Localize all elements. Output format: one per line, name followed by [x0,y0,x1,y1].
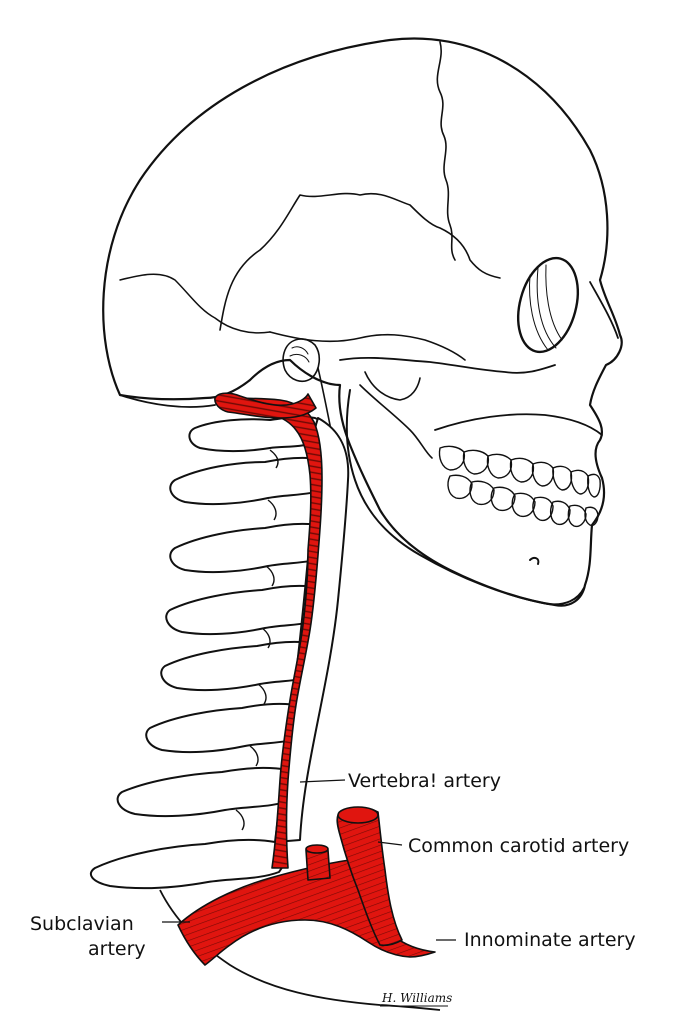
occipital-base [119,394,216,408]
temporal-line [269,331,466,361]
upper-teeth [438,445,601,498]
zygomatic-arch [339,356,556,374]
squamous-suture [219,192,501,331]
label-subclavian-line2: artery [88,938,146,960]
common-carotid-opening [337,806,379,824]
mandible [345,389,585,606]
branch-stub-opening [305,844,329,854]
common-carotid-artery [336,807,403,947]
ear-canal [289,346,310,363]
orbit-shading [529,264,563,351]
mental-foramen [529,556,540,565]
cervical-spine [90,415,441,1011]
zygomatic-lower [364,371,421,401]
coronal-suture [436,41,456,261]
maxilla [434,413,603,436]
vertebra-t1 [90,838,286,890]
orbit [517,256,579,354]
mastoid-process [282,338,321,382]
cranium-outline [102,37,623,607]
leader-lines [162,779,456,941]
nasal-bone [589,281,619,339]
label-innominate-artery: Innominate artery [464,929,636,951]
skull [102,37,623,607]
mandible-ramus [359,384,433,459]
label-common-carotid-artery: Common carotid artery [408,835,629,857]
lower-teeth [447,474,599,528]
vertebra-c7 [116,766,298,818]
leader-common-carotid [377,841,403,846]
articular-processes [235,449,279,831]
artist-signature: H. Williams [381,991,452,1005]
parietal-suture [119,273,271,334]
label-subclavian-line1: Subclavian [30,913,134,935]
label-vertebral-artery: Vertebra! artery [348,770,501,792]
vertebral-loop [214,392,317,419]
arteries [177,392,436,966]
leader-vertebral [299,779,346,783]
